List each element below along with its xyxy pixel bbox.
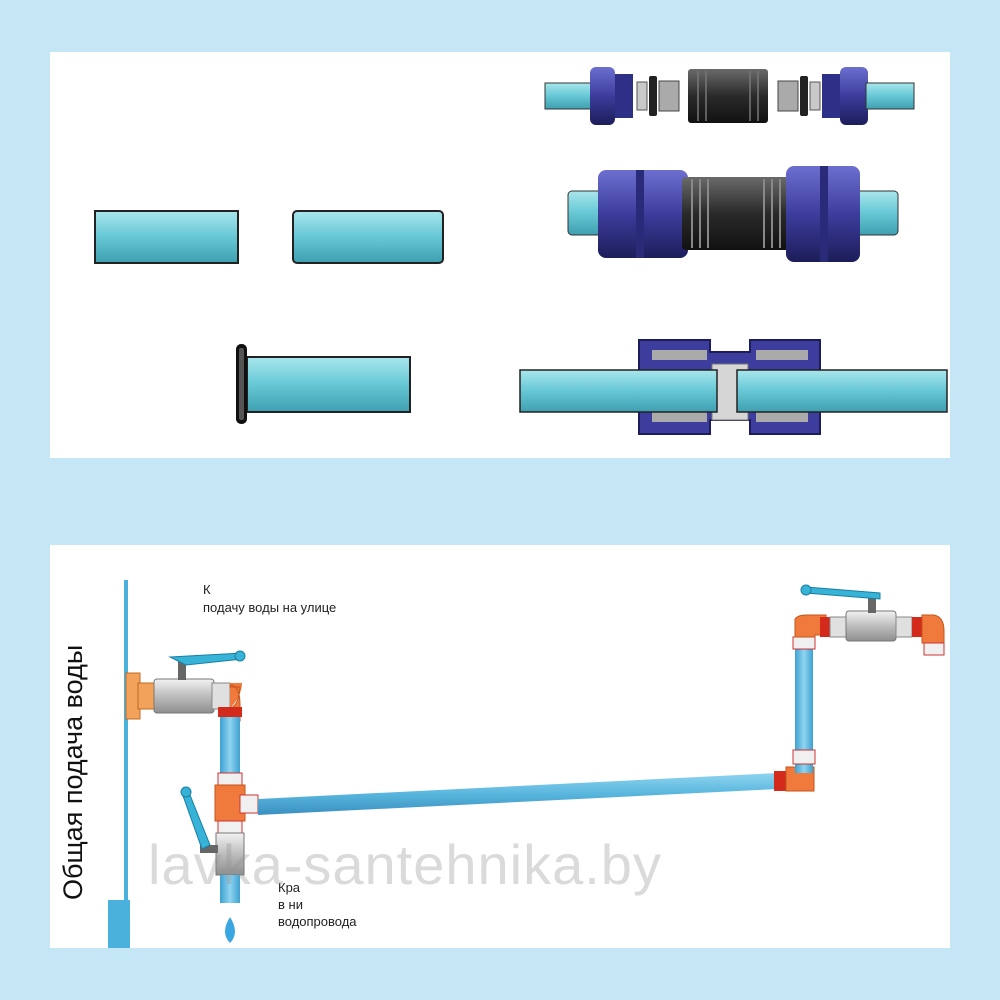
water-supply-scheme-panel	[50, 545, 950, 948]
assembled-fitting	[567, 166, 899, 262]
fitting-section-view	[519, 339, 948, 435]
fitting-assembly-panel	[50, 52, 950, 458]
street-valve-label-line1: К	[203, 582, 211, 597]
cut-pipe-left	[94, 210, 239, 264]
street-valve-label-line2: подачу воды на улице	[203, 600, 337, 615]
drain-valve-label-line2: в ни	[278, 897, 303, 912]
exploded-fitting	[544, 67, 915, 125]
drain-valve-label-line1: Кра	[278, 880, 301, 895]
vertical-branch-pipe	[214, 707, 259, 836]
site-watermark: lavka-santehnika.by	[148, 833, 662, 896]
right-riser-pipe	[792, 614, 827, 773]
pipe-with-o-ring	[236, 344, 411, 424]
main-riser-pipe	[108, 580, 130, 948]
outdoor-tap-valve	[800, 584, 945, 656]
main-water-supply-title: Общая подача воды	[58, 644, 88, 900]
drain-valve	[180, 786, 245, 943]
cut-pipe-right	[292, 210, 444, 264]
sloped-main-pipe	[258, 766, 815, 815]
drain-valve-label-line3: водопровода	[278, 914, 357, 929]
